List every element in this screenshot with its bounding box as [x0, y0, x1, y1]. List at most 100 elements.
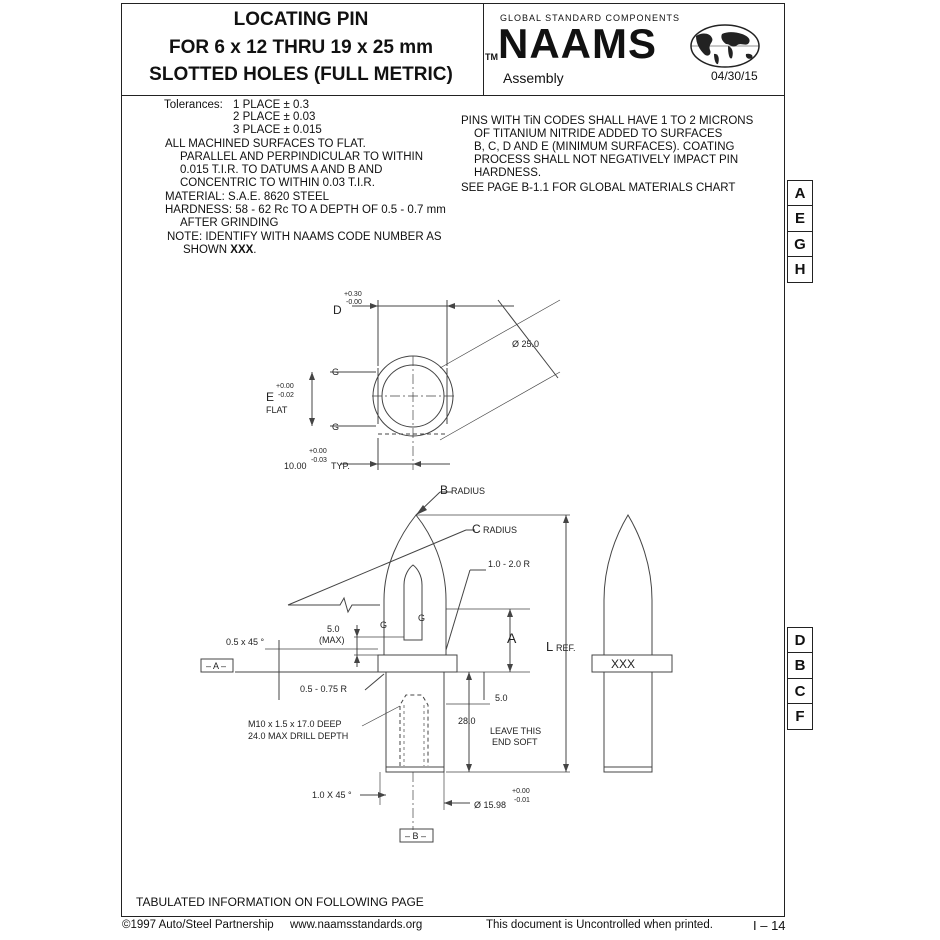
end-view-code: XXX [611, 657, 635, 671]
end-view-collar [591, 654, 673, 673]
side-g-left: G [380, 620, 387, 630]
shank-tol-minus: -0.01 [514, 797, 530, 804]
tab-f[interactable]: F [787, 703, 813, 730]
fillet-label: 1.0 - 2.0 R [488, 559, 531, 569]
note-tin-codes: PINS WITH TiN CODES SHALL HAVE 1 TO 2 MI… [461, 115, 754, 127]
arrow-l-top [563, 515, 569, 523]
note-tir-datums: 0.015 T.I.R. TO DATUMS A AND B AND [180, 164, 383, 176]
globe-map-icon [690, 24, 760, 68]
top-dia-label: Ø 25.0 [512, 339, 539, 349]
b-radius-text: RADIUS [451, 486, 485, 496]
slot-max-label: (MAX) [319, 635, 345, 645]
tolerance-3-place: 3 PLACE ± 0.015 [233, 124, 322, 136]
note-coating-process: PROCESS SHALL NOT NEGATIVELY IMPACT PIN [474, 154, 739, 166]
top-view [311, 299, 561, 470]
tab-d[interactable]: D [787, 626, 813, 654]
leave-soft-line-2: END SOFT [492, 737, 538, 747]
top-e-tol-plus: +0.00 [276, 383, 294, 390]
arrow-28-bottom [466, 764, 472, 772]
datum-b-frame [399, 828, 434, 843]
side-g-right: G [418, 613, 425, 623]
arrow-28-top [466, 672, 472, 680]
pin-shank [385, 672, 445, 773]
top-typ-label: TYP. [331, 461, 350, 471]
top-d-label: D [333, 303, 342, 317]
note-parallel: PARALLEL AND PERPINDICULAR TO WITHIN [180, 151, 424, 163]
tabs-top: A E G H [787, 179, 813, 283]
dim-28-label: 28.0 [458, 716, 476, 726]
chamfer-bottom-label: 1.0 X 45 ° [312, 790, 352, 800]
trademark-mark: TM [485, 52, 498, 62]
top-width-label: 10.00 [284, 461, 307, 471]
title-line-2: FOR 6 x 12 THRU 19 x 25 mm [169, 37, 433, 58]
footer-copyright: ©1997 Auto/Steel Partnership [122, 919, 274, 931]
title-line-3: SLOTTED HOLES (FULL METRIC) [149, 64, 453, 85]
drill-depth-label: 24.0 MAX DRILL DEPTH [248, 731, 348, 741]
top-g-top: G [332, 367, 339, 377]
note-shown-code-value: XXX [230, 244, 254, 256]
drawing-frame [121, 3, 785, 917]
pin-collar [377, 654, 458, 673]
break-line [288, 596, 380, 614]
tab-g[interactable]: G [787, 230, 813, 258]
note-shown-prefix: SHOWN [183, 244, 231, 256]
dim-5-label: 5.0 [495, 693, 508, 703]
c-radius-leader [287, 529, 467, 606]
arrow-a-bottom [507, 664, 513, 672]
note-materials-chart: SEE PAGE B-1.1 FOR GLOBAL MATERIALS CHAR… [461, 182, 736, 194]
arrow-e-bottom [309, 418, 315, 426]
top-d-tol-plus: +0.30 [344, 291, 362, 298]
shank-tol-plus: +0.00 [512, 788, 530, 795]
small-radius-label: 0.5 - 0.75 R [300, 684, 348, 694]
note-after-grinding: AFTER GRINDING [180, 217, 279, 229]
note-hardness-end: HARDNESS. [474, 167, 542, 179]
thread-hidden-lines [399, 694, 429, 766]
top-width-tol-plus: +0.00 [309, 448, 327, 455]
naams-logo-text: NAAMS [498, 20, 657, 67]
slot-profile [403, 564, 423, 641]
tolerances-label: Tolerances: [164, 99, 223, 111]
chamfer-top-label: 0.5 x 45 ° [226, 637, 265, 647]
tolerance-2-place: 2 PLACE ± 0.03 [233, 111, 316, 123]
datum-a-frame [200, 658, 234, 673]
header-divider [121, 95, 785, 96]
dia-dimension-line [497, 299, 559, 379]
fillet-leader [445, 569, 471, 651]
thread-label: M10 x 1.5 x 17.0 DEEP [248, 719, 342, 729]
dim-a-label: A [507, 630, 517, 646]
header-vertical-divider [483, 3, 484, 95]
dia-extension-bottom [439, 371, 561, 441]
note-concentric: CONCENTRIC TO WITHIN 0.03 T.I.R. [180, 177, 375, 189]
datum-b-label: – B – [405, 831, 426, 841]
arrow-e-top [309, 372, 315, 380]
footer-website[interactable]: www.naamsstandards.org [290, 919, 423, 931]
note-material: MATERIAL: S.A.E. 8620 STEEL [165, 191, 330, 203]
footer-disclaimer: This document is Uncontrolled when print… [486, 919, 713, 931]
end-view-nose [603, 514, 653, 656]
arrow-slot-bottom [354, 655, 360, 663]
top-d-tol-minus: -0.00 [346, 299, 362, 306]
end-view [591, 514, 673, 773]
small-radius-leader [364, 673, 385, 691]
note-hardness: HARDNESS: 58 - 62 Rc TO A DEPTH OF 0.5 -… [165, 204, 446, 216]
tab-h[interactable]: H [787, 256, 813, 283]
side-view [235, 491, 570, 830]
leave-soft-line-1: LEAVE THIS [490, 726, 541, 736]
arrow-shank [444, 800, 452, 806]
note-surfaces: B, C, D AND E (MINIMUM SURFACES). COATIN… [474, 141, 735, 153]
note-machined-surfaces: ALL MACHINED SURFACES TO FLAT. [165, 138, 366, 150]
arrow-b-radius [416, 505, 427, 515]
arrow-d-left [370, 303, 378, 309]
dia-extension-top [439, 299, 561, 369]
overall-length-letter: L [546, 639, 553, 654]
thread-leader [361, 705, 401, 727]
title-line-1: LOCATING PIN [233, 9, 369, 30]
arrow-width-left [370, 461, 378, 467]
arrow-d-right [447, 303, 455, 309]
end-view-shank [603, 672, 653, 773]
top-flat-label: FLAT [266, 405, 288, 415]
tolerance-1-place: 1 PLACE ± 0.3 [233, 99, 309, 111]
datum-a-label: – A – [206, 661, 226, 671]
overall-length-ref: REF. [556, 643, 576, 653]
